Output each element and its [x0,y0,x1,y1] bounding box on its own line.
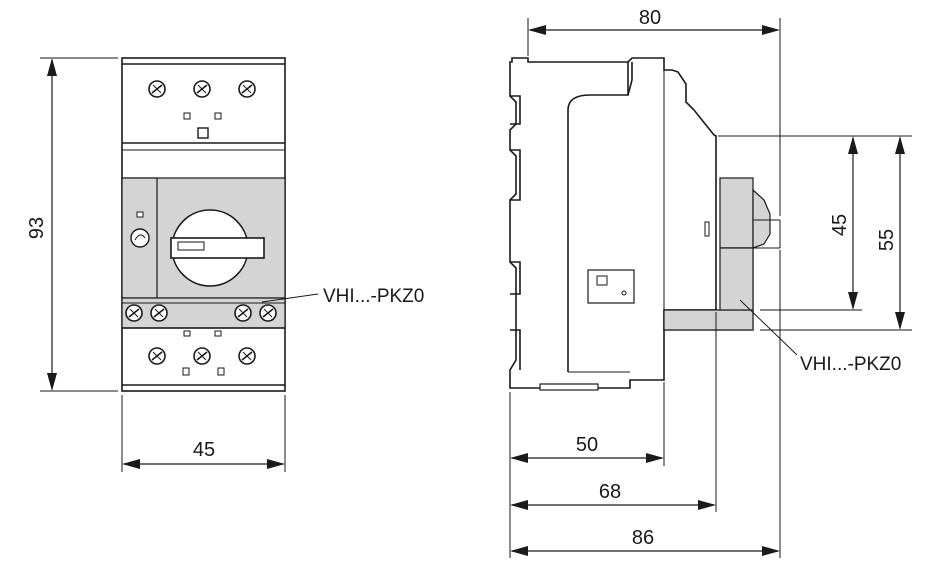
front-width-label: 45 [193,439,215,461]
side-depth-50-label: 50 [576,434,598,456]
side-accessory-leader [739,299,798,356]
front-accessory-leader [261,293,319,303]
front-accessory-label: VHI...-PKZ0 [323,286,424,307]
side-height-dimensions: 45 55 [718,135,912,331]
accessory-screws [125,304,277,322]
front-view: 93 45 VHI...-PKZ0 [26,57,424,472]
side-top-dimension: 80 [527,7,781,216]
rotary-knob-bar [170,237,265,259]
side-top-width-label: 80 [639,7,661,29]
top-screws [148,80,256,98]
side-view: 80 45 55 VHI...-PKZ0 [509,7,912,558]
side-nameplate [587,269,635,304]
front-width-dimension: 45 [121,395,286,472]
side-depth-dimensions: 50 68 86 [509,250,781,558]
front-height-dimension: 93 [26,57,118,392]
side-body-outline [509,57,717,389]
test-button [130,228,150,248]
side-inner-height-label: 45 [829,214,851,236]
side-accessory-label: VHI...-PKZ0 [800,354,901,375]
side-depth-86-label: 86 [632,527,654,549]
front-height-label: 93 [26,217,48,239]
side-depth-68-label: 68 [599,481,621,503]
side-outer-height-label: 55 [876,229,898,251]
bottom-screws [148,347,256,365]
side-handle [719,177,754,249]
